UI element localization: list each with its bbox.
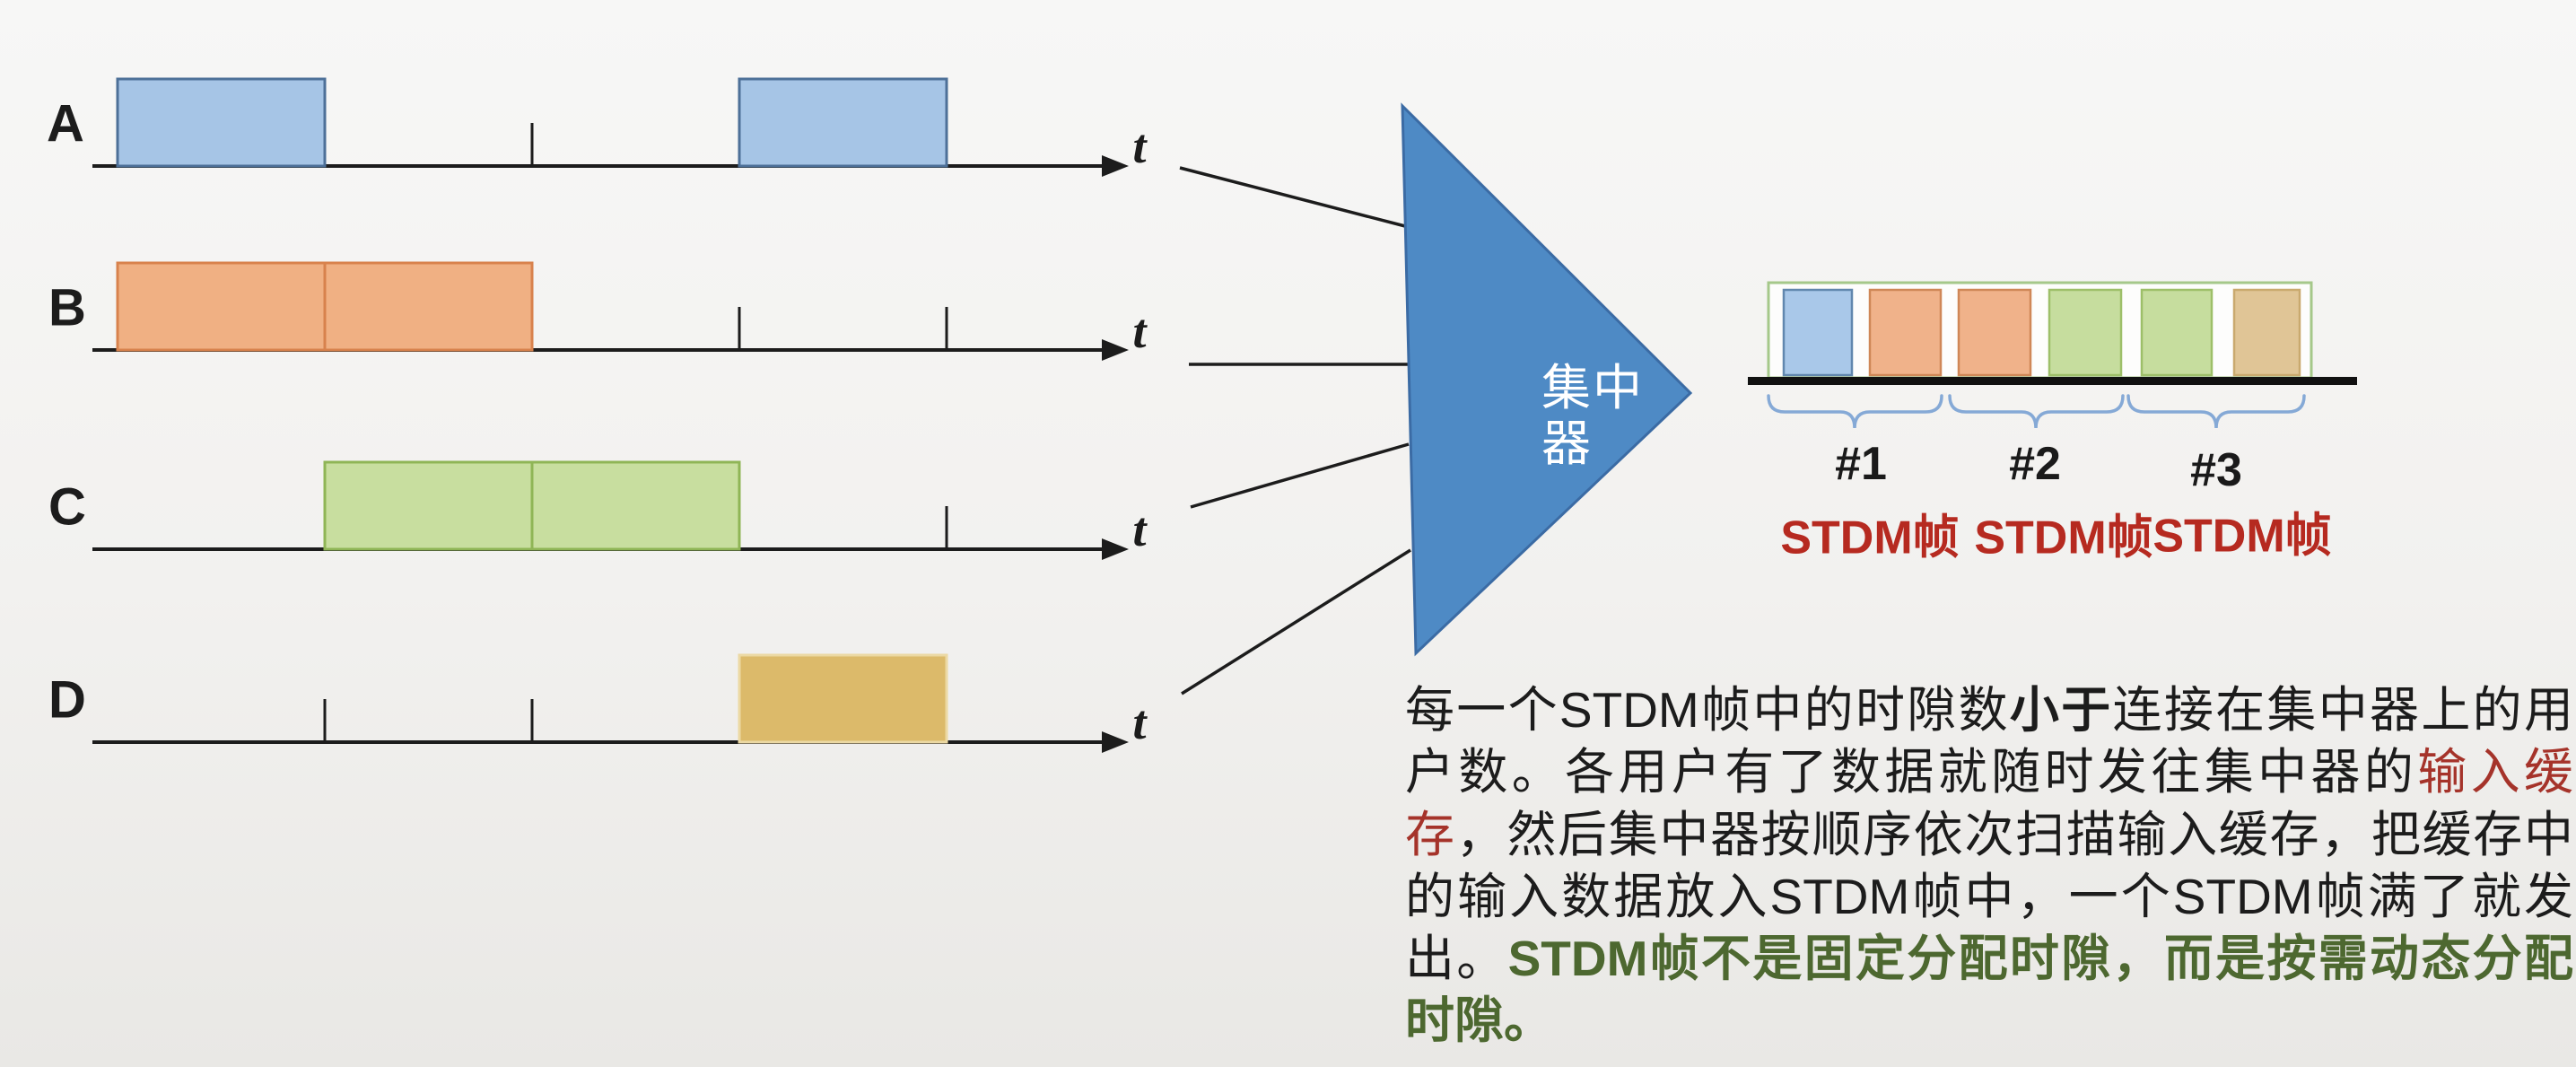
stdm-frame-label-1: STDM帧 [1780,512,1960,564]
frame-slot-blue [1782,288,1854,377]
brace-1 [1767,394,1943,429]
concentrator-label: 集中 器 [1541,360,1645,471]
data-block-a1 [116,77,327,168]
arrowhead-icon [1102,155,1129,177]
time-axis-unit-d: t [1132,695,1147,749]
timeline-d-axis [92,653,1129,753]
brace-3 [2126,394,2306,429]
stdm-frame-label-2: STDM帧 [1974,512,2153,564]
frame-group-braces [1767,394,2306,429]
data-block-c1 [323,460,534,551]
paragraph-segment: 连接在集中器上的用户数。各用户有了数据就随时发往集中器的 [1405,682,2573,800]
stdm-frame-label-3: STDM帧 [2152,510,2332,563]
paragraph-segment: ，然后集中器按顺序依次扫描输入缓存，把缓存中的输入数据放入STDM帧中，一个ST… [1405,806,2573,987]
frame-slot-orange-2 [1957,288,2032,377]
frame-slot-orange-1 [1868,288,1943,377]
paragraph-segment: 每一个STDM帧中的时隙数 [1405,682,2010,738]
arrowhead-icon [1102,339,1129,361]
frame-slot-tan [2232,288,2301,377]
data-block-b1 [116,261,327,352]
concentrator-label-line1: 集中 [1541,360,1645,415]
brace-2 [1948,394,2125,429]
timeline-a-axis [92,77,1129,177]
timeline-b-axis [92,261,1129,361]
explanation-paragraph: 每一个STDM帧中的时隙数小于连接在集中器上的用户数。各用户有了数据就随时发往集… [1405,679,2573,1053]
concentrator-triangle [1401,102,1693,657]
data-block-b2 [323,261,534,352]
time-axis-unit-b: t [1132,304,1147,358]
data-block-d1 [738,653,948,744]
frame-group-number-3: #3 [2190,444,2242,496]
arrowhead-icon [1102,731,1129,753]
timeline-d-label: D [48,670,86,730]
data-block-a2 [738,77,948,168]
output-line [1748,377,2357,385]
timeline-c-axis [92,460,1129,560]
data-block-c2 [530,460,741,551]
paragraph-segment-green-highlight: STDM帧不是固定分配时隙，而是按需动态分配时隙。 [1405,931,2573,1049]
frame-slot-green-2 [2140,288,2214,377]
time-axis-unit-c: t [1132,503,1147,556]
frame-slot-green-1 [2048,288,2123,377]
frame-outline-box [1767,281,2313,380]
frame-group-number-2: #2 [2009,438,2061,490]
timeline-c-label: C [48,477,86,537]
input-connector-lines [1179,166,1411,695]
concentrator-label-line2: 器 [1541,415,1594,471]
arrowhead-icon [1102,538,1129,560]
timeline-b-label: B [48,278,86,337]
paragraph-segment-red-highlight: 输入缓存 [1405,744,2573,862]
stdm-frame-strip [1748,281,2357,429]
time-axis-unit-a: t [1132,119,1147,173]
paragraph-segment-bold: 小于 [2009,682,2113,738]
frame-group-number-1: #1 [1835,438,1887,490]
timeline-a-label: A [47,94,84,153]
